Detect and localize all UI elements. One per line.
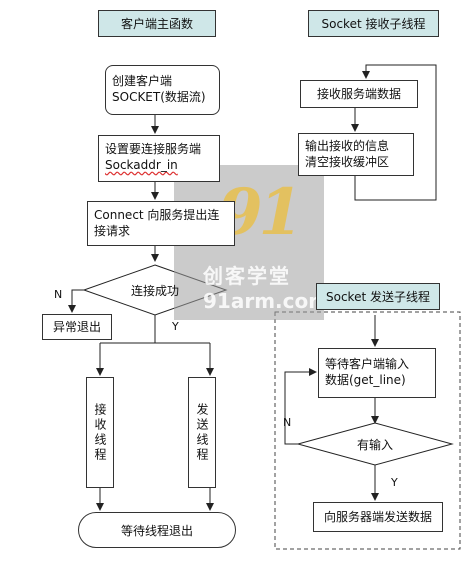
has-input-no-label: N bbox=[283, 416, 292, 429]
has-input-decision: 有输入 bbox=[356, 438, 393, 452]
send-thread-node: 发送线程 bbox=[188, 377, 216, 488]
create-socket-line-2: SOCKET(数据流) bbox=[112, 90, 206, 104]
wait-input-line-2: 数据(get_line) bbox=[325, 373, 406, 387]
wait-input-line-1: 等待客户端输入 bbox=[325, 357, 410, 371]
set-sockaddr-line-2: Sockaddr_in bbox=[105, 158, 178, 172]
recv-data-node: 接收服务端数据 bbox=[300, 80, 418, 108]
create-socket-line-1: 创建客户端 bbox=[112, 74, 173, 88]
wait-exit-terminal: 等待线程退出 bbox=[78, 512, 236, 548]
set-sockaddr-line-1: 设置要连接服务端 bbox=[105, 142, 202, 156]
connect-yes-label: Y bbox=[172, 320, 179, 333]
recv-thread-header: Socket 接收子线程 bbox=[308, 10, 439, 37]
output-line-2: 清空接收缓冲区 bbox=[305, 155, 390, 169]
wait-input-node: 等待客户端输入 数据(get_line) bbox=[318, 348, 436, 398]
connect-line-1: Connect 向服务提出连 bbox=[94, 208, 220, 222]
send-thread-header: Socket 发送子线程 bbox=[316, 283, 440, 310]
output-node: 输出接收的信息 清空接收缓冲区 bbox=[298, 133, 414, 176]
send-data-node: 向服务器端发送数据 bbox=[313, 502, 443, 532]
watermark-url: 91arm.com bbox=[203, 289, 330, 313]
client-main-header: 客户端主函数 bbox=[98, 10, 216, 37]
connect-no-label: N bbox=[54, 288, 63, 301]
has-input-yes-label: Y bbox=[391, 476, 398, 489]
set-sockaddr-node: 设置要连接服务端 Sockaddr_in bbox=[98, 135, 220, 182]
connect-success-decision: 连接成功 bbox=[130, 284, 179, 298]
connect-node: Connect 向服务提出连 接请求 bbox=[87, 201, 235, 246]
output-line-1: 输出接收的信息 bbox=[305, 139, 390, 153]
recv-thread-node: 接收线程 bbox=[86, 377, 114, 488]
create-socket-node: 创建客户端 SOCKET(数据流) bbox=[105, 65, 220, 115]
exit-abnormal-node: 异常退出 bbox=[42, 314, 112, 340]
connect-line-2: 接请求 bbox=[94, 224, 131, 238]
watermark-name: 创客学堂 bbox=[203, 264, 291, 288]
